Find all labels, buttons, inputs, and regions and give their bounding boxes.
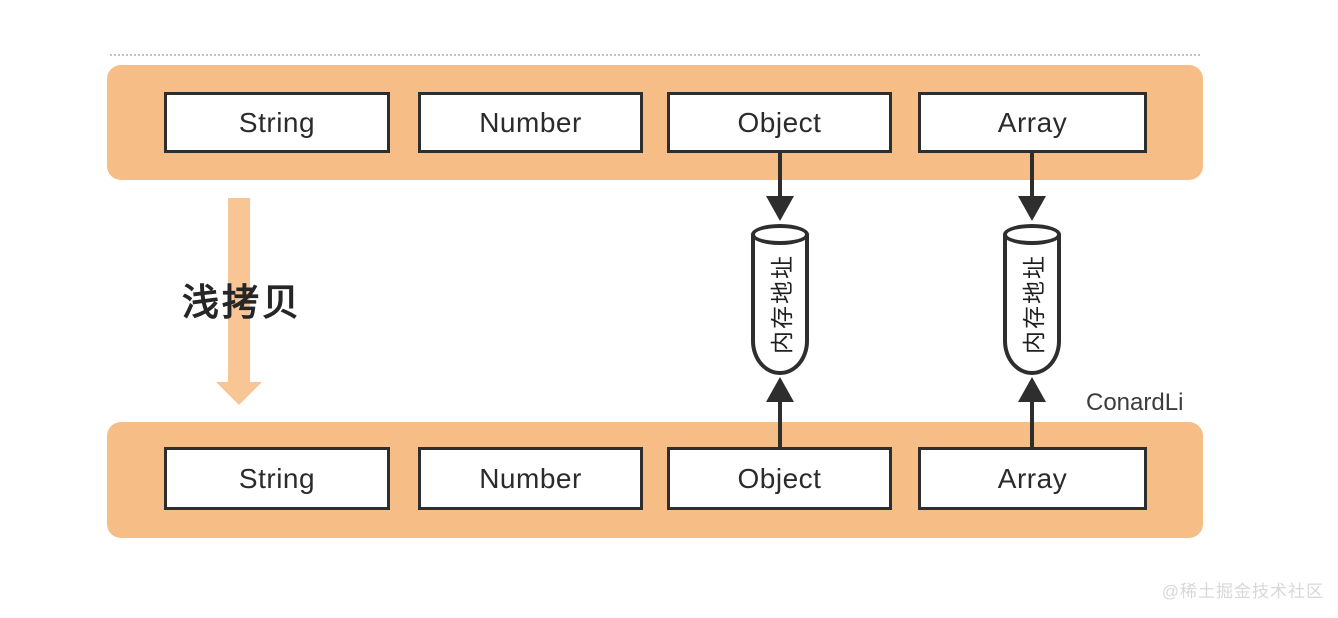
watermark: @稀土掘金技术社区: [1161, 582, 1324, 601]
copy-type-box-string: String: [164, 447, 390, 510]
type-label: Object: [737, 106, 822, 138]
shallow-copy-arrow-shaft: [228, 198, 250, 382]
array-reference-line-up: [1030, 400, 1034, 449]
cylinder-top-ellipse: [1003, 224, 1061, 245]
shallow-copy-arrow-head-icon: [216, 382, 262, 405]
type-label: Array: [997, 462, 1068, 494]
copy-type-box-object: Object: [667, 447, 892, 510]
faint-dashed-line: [110, 54, 1200, 56]
type-label: Object: [737, 462, 822, 494]
type-label: String: [238, 106, 316, 138]
source-type-box-array: Array: [918, 92, 1147, 153]
memory-address-cylinder-array: 内存地址: [1003, 224, 1061, 375]
source-row-bar: String Number Object Array: [107, 65, 1203, 180]
type-label: Array: [997, 106, 1068, 138]
cylinder-body: [1003, 234, 1061, 375]
type-label: String: [238, 462, 316, 494]
credit-label: ConardLi: [1086, 389, 1184, 416]
array-arrowhead-up-icon: [1018, 377, 1046, 402]
type-label: Number: [479, 462, 582, 494]
memory-address-cylinder-object: 内存地址: [751, 224, 809, 375]
copy-type-box-array: Array: [918, 447, 1147, 510]
shallow-copy-label: 浅拷贝: [182, 282, 302, 323]
object-arrowhead-down-icon: [766, 196, 794, 221]
copy-row-bar: String Number Object Array: [107, 422, 1203, 538]
cylinder-top-ellipse: [751, 224, 809, 245]
array-arrowhead-down-icon: [1018, 196, 1046, 221]
array-reference-line-down: [1030, 152, 1034, 196]
type-label: Number: [479, 106, 582, 138]
copy-type-box-number: Number: [418, 447, 643, 510]
source-type-box-object: Object: [667, 92, 892, 153]
source-type-box-number: Number: [418, 92, 643, 153]
cylinder-body: [751, 234, 809, 375]
source-type-box-string: String: [164, 92, 390, 153]
object-reference-line-down: [778, 152, 782, 196]
object-reference-line-up: [778, 400, 782, 449]
memory-address-label: 内存地址: [769, 254, 795, 355]
memory-address-label: 内存地址: [1021, 254, 1047, 355]
object-arrowhead-up-icon: [766, 377, 794, 402]
